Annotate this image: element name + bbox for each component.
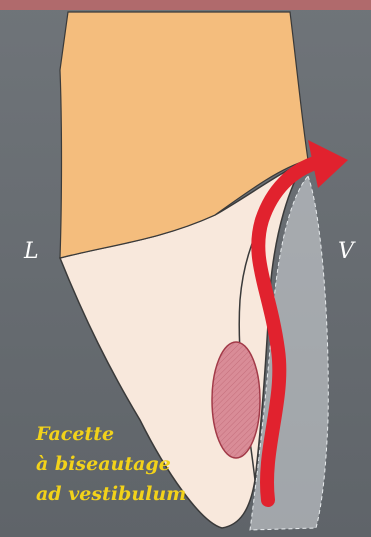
top-border <box>0 0 371 10</box>
lingual-label: L <box>23 239 39 264</box>
vestibular-label: V <box>338 239 356 264</box>
caption-line-1: Facette <box>35 423 114 445</box>
contact-oval <box>212 342 260 458</box>
caption-line-3: ad vestibulum <box>36 483 186 505</box>
caption-line-2: à biseautage <box>36 453 171 475</box>
